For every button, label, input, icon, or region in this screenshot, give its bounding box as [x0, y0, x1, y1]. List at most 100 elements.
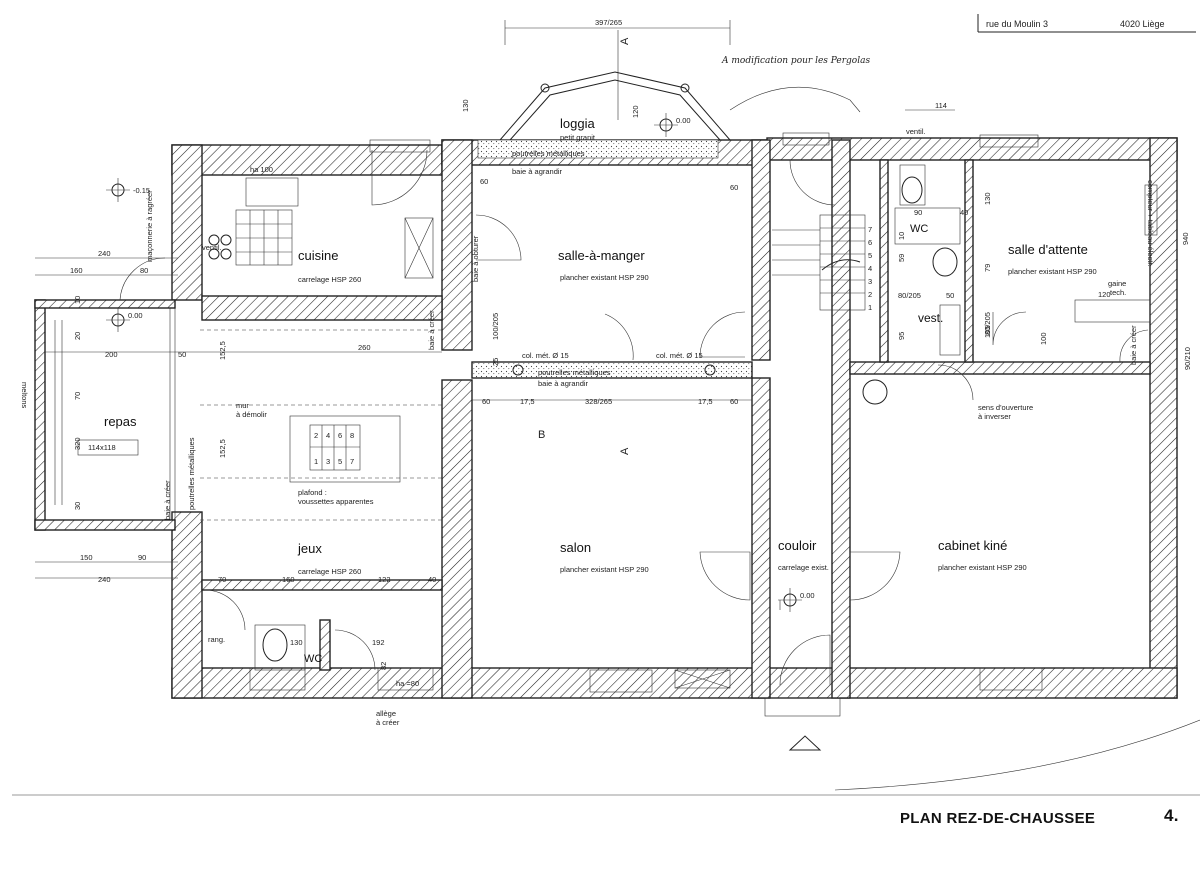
svg-text:60: 60 — [482, 397, 490, 406]
note-poutrelles-vertical: poutrelles métalliques — [187, 437, 196, 510]
svg-text:60: 60 — [480, 177, 488, 186]
note-plafond2: voussettes apparentes — [298, 497, 374, 506]
svg-text:10: 10 — [73, 296, 82, 304]
svg-text:17,5: 17,5 — [520, 397, 535, 406]
note-baie-creer-left: baie à créer — [163, 480, 172, 520]
wall-wc-top — [201, 579, 443, 591]
stair-number: 5 — [868, 251, 872, 260]
svg-text:240: 240 — [98, 575, 111, 584]
wall-bottom — [171, 667, 1178, 699]
step-number: 5 — [338, 457, 342, 466]
loggia-sub1: petit granit — [560, 133, 596, 142]
salle-a-manger-sub: plancher existant HSP 290 — [560, 273, 649, 282]
svg-text:90: 90 — [914, 208, 922, 217]
svg-text:60: 60 — [730, 183, 738, 192]
interior-lines — [200, 184, 1158, 610]
note-rang: rang. — [208, 635, 225, 644]
room-salon: salon — [560, 540, 591, 555]
svg-text:260: 260 — [358, 343, 371, 352]
wall-top-left — [171, 144, 443, 176]
step-number: 6 — [338, 431, 342, 440]
room-cabinet: cabinet kiné — [938, 538, 1007, 553]
step-number: 4 — [326, 431, 330, 440]
wall-left-upper — [171, 144, 203, 301]
level-repas: 0.00 — [128, 311, 143, 320]
svg-text:79: 79 — [983, 264, 992, 272]
level-couloir: 0.00 — [800, 591, 815, 600]
wall-top-right — [766, 137, 1178, 161]
repas-sub: 114x118 — [88, 443, 116, 452]
svg-text:397/265: 397/265 — [595, 18, 622, 27]
stair-number: 3 — [868, 277, 872, 286]
note-sens2: à inverser — [978, 412, 1011, 421]
svg-text:100: 100 — [1039, 332, 1048, 345]
note-plafond1: plafond : — [298, 488, 327, 497]
section-a-top: A — [619, 37, 631, 45]
svg-text:59: 59 — [897, 254, 906, 262]
note-baie-obturer: baie à obturer — [471, 235, 480, 282]
door-swings — [119, 149, 1149, 686]
kitchen-tiles — [208, 177, 434, 279]
couloir-sub: carrelage exist. — [778, 563, 829, 572]
section-a-bottom: A — [619, 447, 631, 455]
svg-text:160: 160 — [282, 575, 295, 584]
svg-text:328/265: 328/265 — [585, 397, 612, 406]
note-ventil-kitchen: ventil. — [202, 243, 222, 252]
street-curve — [834, 719, 1200, 791]
step-number: 8 — [350, 431, 354, 440]
loggia-sub3: baie à agrandir — [512, 167, 563, 176]
header-address-box: rue du Moulin 3 4020 Liège — [977, 14, 1196, 33]
note-mur2: à démolir — [236, 410, 267, 419]
room-vest: vest. — [918, 311, 943, 325]
svg-text:152,5: 152,5 — [218, 341, 227, 360]
salon-sub: plancher existant HSP 290 — [560, 565, 649, 574]
room-wc-bottom: WC — [304, 653, 322, 665]
note-ventil-top: ventil. — [906, 127, 926, 136]
svg-text:70: 70 — [73, 392, 82, 400]
jeux-sub: carrelage HSP 260 — [298, 567, 361, 576]
level-markers: -0.15 0.00 0.00 0.00 — [106, 113, 815, 612]
svg-text:122: 122 — [378, 575, 391, 584]
note-poutrelles: poutrelles métalliques — [538, 368, 611, 377]
svg-text:130: 130 — [290, 638, 303, 647]
svg-text:40: 40 — [960, 208, 968, 217]
toilets — [254, 164, 961, 671]
svg-text:95: 95 — [897, 332, 906, 340]
level-loggia: 0.00 — [676, 116, 691, 125]
stair-number: 6 — [868, 238, 872, 247]
step-number: 7 — [350, 457, 354, 466]
wall-wc-partition — [879, 159, 889, 363]
svg-text:114: 114 — [935, 101, 947, 110]
wall-couloir-left-upper — [751, 139, 771, 361]
svg-text:90/210: 90/210 — [1183, 347, 1192, 370]
note-mur1: mur — [236, 401, 249, 410]
stair-number: 2 — [868, 290, 872, 299]
repas-extension — [34, 299, 176, 531]
note-gaine2: tech. — [1110, 288, 1126, 297]
section-b: B — [538, 429, 545, 441]
wall-cabinet-top — [849, 361, 1151, 375]
column-left — [512, 364, 524, 376]
room-jeux: jeux — [297, 541, 322, 556]
beam-zone — [471, 361, 753, 379]
cuisine-sub: carrelage HSP 260 — [298, 275, 361, 284]
room-cuisine: cuisine — [298, 248, 338, 263]
note-baie-creer-mid: baie à créer — [427, 310, 436, 350]
svg-text:60: 60 — [730, 397, 738, 406]
note-compteur: compteur + tableau électr. — [1146, 180, 1155, 267]
windows — [249, 132, 1043, 751]
note-baie-agrandir: baie à agrandir — [538, 379, 589, 388]
cabinet-sub: plancher existant HSP 290 — [938, 563, 1027, 572]
svg-text:120: 120 — [631, 105, 640, 118]
step-number: 1 — [314, 457, 318, 466]
svg-text:90: 90 — [138, 553, 146, 562]
svg-text:17,5: 17,5 — [698, 397, 713, 406]
svg-text:160: 160 — [70, 266, 83, 275]
wall-mid-lower — [441, 379, 473, 699]
note-allege2: à créer — [376, 718, 400, 727]
note-sens1: sens d'ouverture — [978, 403, 1033, 412]
svg-text:130: 130 — [983, 192, 992, 205]
annotation-arc — [729, 86, 861, 113]
